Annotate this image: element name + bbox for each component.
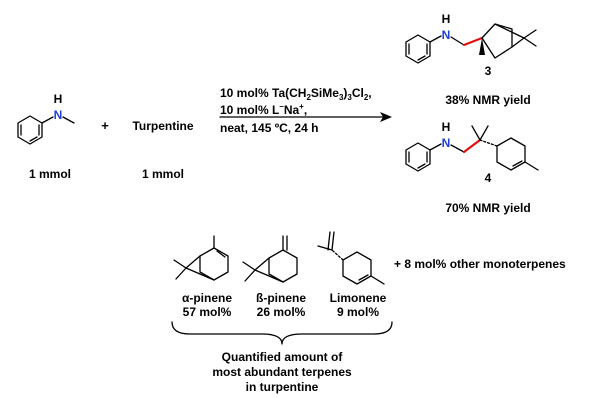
product-4-structure: N H: [405, 120, 539, 172]
product-4-number: 4: [485, 171, 492, 185]
n-ch2-bond: [450, 144, 465, 153]
n-methyl-bond: [62, 116, 75, 124]
alpha-pinene-name: α-pinene: [182, 291, 232, 305]
methyl-bond: [471, 125, 481, 141]
brace-caption-line-1: Quantified amount of: [222, 350, 344, 364]
turpentine-label: Turpentine: [132, 119, 193, 133]
gem-dimethyl-bond: [244, 269, 256, 282]
gem-dimethyl-bond: [523, 37, 537, 47]
c-n-bond: [429, 35, 442, 43]
isopropenyl-methyl-bond: [317, 245, 333, 251]
limonene-name: Limonene: [330, 291, 387, 305]
product-3-structure: N H: [405, 12, 537, 64]
product-3-yield: 38% NMR yield: [445, 93, 530, 107]
methyl-wedge: [479, 38, 485, 55]
beta-pinene-name: ß-pinene: [256, 291, 306, 305]
isopropenyl-double-bond: [331, 231, 335, 251]
ring-double-bond: [512, 160, 523, 167]
hashed-bond: [331, 249, 344, 261]
bridge-bond: [254, 269, 284, 283]
limonene-structure: [317, 231, 385, 285]
aromatic-double-bond: [29, 136, 38, 142]
hydrogen-atom: H: [442, 12, 451, 26]
gem-dimethyl-bond: [523, 29, 537, 39]
cyclohexene-ring: [496, 137, 526, 171]
n-methylaniline-structure: N H: [17, 92, 75, 145]
hydrogen-atom: H: [54, 92, 63, 106]
isopropenyl-double-bond: [327, 231, 331, 251]
new-c-c-bond: [462, 36, 484, 47]
brace-caption-line-2: most abundant terpenes: [212, 365, 352, 379]
nitrogen-atom: N: [54, 108, 63, 122]
gem-dimethyl-bond: [242, 261, 256, 271]
other-monoterpenes: + 8 mol% other monoterpenes: [394, 257, 566, 271]
nitrogen-atom: N: [442, 28, 451, 42]
plus-sign: +: [101, 118, 109, 133]
condition-ligand: 10 mol% L–Na+,: [220, 102, 307, 117]
limonene-amount: 9 mol%: [337, 305, 379, 319]
c-n-bond: [429, 143, 442, 151]
product-4-yield: 70% NMR yield: [445, 201, 530, 215]
curly-brace: [171, 321, 393, 345]
gem-dimethyl-bond: [175, 267, 187, 280]
beta-pinene-structure: [242, 235, 298, 283]
brace-caption-line-3: in turpentine: [246, 380, 319, 394]
condition-reaction: neat, 145 ºC, 24 h: [220, 121, 318, 135]
bridge-bond: [254, 257, 270, 271]
aromatic-double-bond: [417, 163, 426, 169]
ring-double-bond: [216, 250, 226, 258]
reaction-arrow-head: [380, 112, 392, 122]
product-3-number: 3: [485, 64, 492, 78]
ring-methyl-bond: [370, 275, 385, 285]
methyl-bond: [479, 125, 489, 141]
alpha-pinene-structure: [173, 235, 229, 281]
bridge-bond: [185, 255, 201, 269]
pinane-ring: [481, 23, 513, 59]
condition-catalyst: 10 mol% Ta(CH2SiMe3)3Cl2,: [220, 86, 372, 102]
bridge-bond: [494, 23, 525, 39]
cyclohexene-ring: [342, 251, 372, 285]
ring-double-bond: [358, 274, 369, 281]
beta-pinene-amount: 26 mol%: [257, 305, 306, 319]
bridge-bond: [511, 37, 525, 48]
amine-amount: 1 mmol: [29, 167, 71, 181]
nitrogen-atom: N: [442, 136, 451, 150]
bridge-bond: [185, 267, 215, 281]
hashed-bond: [479, 139, 498, 147]
aromatic-double-bond: [417, 55, 426, 61]
c-n-bond: [41, 116, 54, 124]
alpha-pinene-amount: 57 mol%: [183, 305, 232, 319]
ring-methyl-bond: [524, 161, 539, 171]
turpentine-amount: 1 mmol: [142, 167, 184, 181]
new-c-c-bond: [462, 138, 482, 154]
hydrogen-atom: H: [442, 120, 451, 134]
n-ch2-bond: [450, 36, 465, 46]
gem-dimethyl-bond: [173, 259, 187, 269]
